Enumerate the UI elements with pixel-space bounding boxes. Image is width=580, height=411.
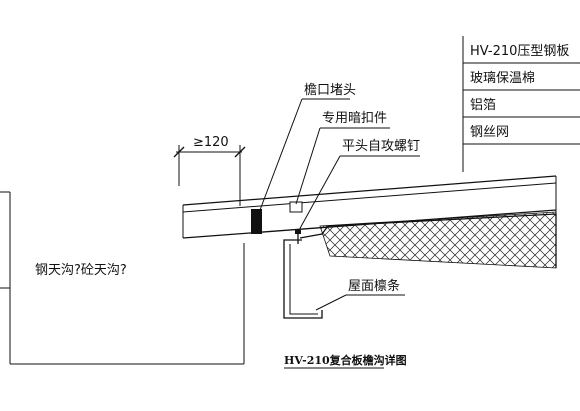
callout-label-eave-plug: 檐口堵头 <box>304 83 356 98</box>
callout-label-purlin: 屋面檩条 <box>348 278 400 294</box>
callout-label-screw: 平头自攻螺钉 <box>342 139 420 154</box>
callout-screw <box>297 155 420 233</box>
gutter-outline <box>0 191 245 365</box>
layer-label-wire-mesh: 钢丝网 <box>470 125 509 140</box>
layer-label-aluminum-foil: 铝箔 <box>470 97 496 113</box>
layer-label-steel-sheet: HV-210压型钢板 <box>470 44 569 59</box>
concealed-fastener <box>289 201 303 213</box>
layer-legend-table: HV-210压型钢板 玻璃保温棉 铝箔 钢丝网 <box>462 36 580 172</box>
callout-concealed-fastener <box>295 127 390 205</box>
drawing-title: HV-210复合板檐沟详图 <box>284 353 407 367</box>
callout-label-concealed-fastener: 专用暗扣件 <box>322 111 387 126</box>
callout-purlin <box>315 294 405 311</box>
gutter-note: 钢天沟?砼天沟? <box>35 263 127 278</box>
callout-eave-plug <box>256 98 350 219</box>
purlin <box>283 239 323 319</box>
dimension-label: ≥120 <box>193 135 229 150</box>
lower-sheet <box>299 213 557 268</box>
dimension-line <box>173 145 246 206</box>
layer-label-glass-wool: 玻璃保温棉 <box>470 71 535 86</box>
eave-plug <box>251 209 262 234</box>
